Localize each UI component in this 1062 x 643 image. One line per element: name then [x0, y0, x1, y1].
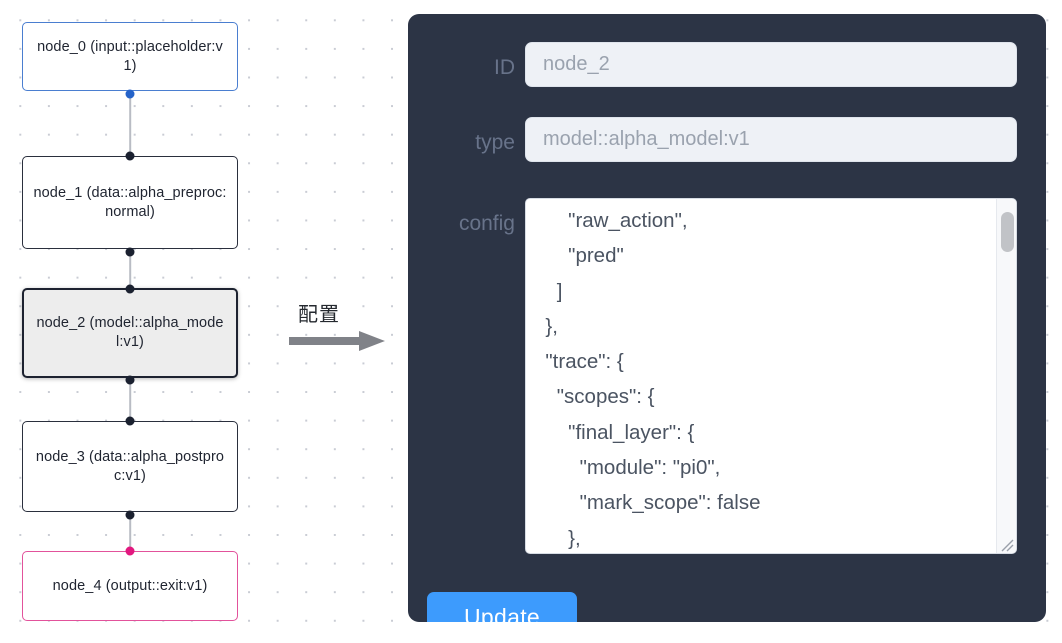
- graph-node-node_1[interactable]: node_1 (data::alpha_preproc:normal): [22, 151, 238, 257]
- config-scrollbar[interactable]: [996, 199, 1016, 553]
- node-handle-source[interactable]: [125, 89, 135, 99]
- config-field-label: config: [458, 212, 515, 235]
- id-input[interactable]: node_2: [525, 42, 1017, 87]
- field-row-type: type model::alpha_model:v1: [408, 117, 1046, 162]
- config-scrollbar-thumb[interactable]: [1001, 212, 1014, 252]
- annotation-arrow-group: 配置: [289, 298, 397, 360]
- type-field-label-box: type: [408, 117, 525, 153]
- graph-node-label: node_0 (input::placeholder:v1): [37, 38, 223, 74]
- graph-node-label: node_4 (output::exit:v1): [52, 577, 208, 594]
- edge-node1-node2: [129, 248, 131, 292]
- edge-node2-node3: [129, 377, 131, 422]
- config-textarea[interactable]: "raw_action", "pred" ] }, "trace": { "sc…: [545, 209, 761, 550]
- id-field-label-box: ID: [408, 42, 525, 78]
- node-handle-source[interactable]: [125, 247, 135, 257]
- edge-node3-node4: [129, 511, 131, 549]
- config-field-label-box: config: [408, 198, 525, 234]
- graph-node-label: node_2 (model::alpha_model:v1): [36, 315, 224, 350]
- node-handle-source[interactable]: [125, 375, 135, 385]
- type-input[interactable]: model::alpha_model:v1: [525, 117, 1017, 162]
- graph-node-label: node_1 (data::alpha_preproc:normal): [33, 184, 227, 220]
- annotation-label: 配置: [298, 302, 340, 326]
- id-field-label: ID: [494, 56, 515, 79]
- node-handle-target[interactable]: [125, 546, 135, 556]
- graph-node-label: node_3 (data::alpha_postproc:v1): [35, 448, 225, 484]
- graph-node-node_3[interactable]: node_3 (data::alpha_postproc:v1): [22, 416, 238, 520]
- edge-node0-node1: [129, 90, 131, 156]
- node-handle-target[interactable]: [125, 151, 135, 161]
- node-handle-source[interactable]: [125, 510, 135, 520]
- graph-node-node_2[interactable]: node_2 (model::alpha_model:v1): [22, 284, 238, 385]
- resize-handle-icon[interactable]: [998, 536, 1014, 552]
- graph-node-node_4[interactable]: node_4 (output::exit:v1): [22, 546, 238, 621]
- node-handle-target[interactable]: [125, 416, 135, 426]
- update-button[interactable]: Update: [427, 592, 577, 622]
- node-handle-target[interactable]: [125, 284, 135, 294]
- type-field-label: type: [475, 131, 515, 154]
- field-row-id: ID node_2: [408, 42, 1046, 87]
- field-row-config: config "raw_action", "pred" ] }, "trace"…: [408, 198, 1046, 554]
- graph-canvas[interactable]: node_0 (input::placeholder:v1) node_1 (d…: [0, 0, 398, 643]
- graph-node-node_0[interactable]: node_0 (input::placeholder:v1): [22, 22, 238, 99]
- arrow-right-icon: [289, 331, 385, 351]
- node-config-panel: ID node_2 type model::alpha_model:v1 con…: [408, 14, 1046, 622]
- config-textarea-wrapper[interactable]: "raw_action", "pred" ] }, "trace": { "sc…: [525, 198, 1017, 554]
